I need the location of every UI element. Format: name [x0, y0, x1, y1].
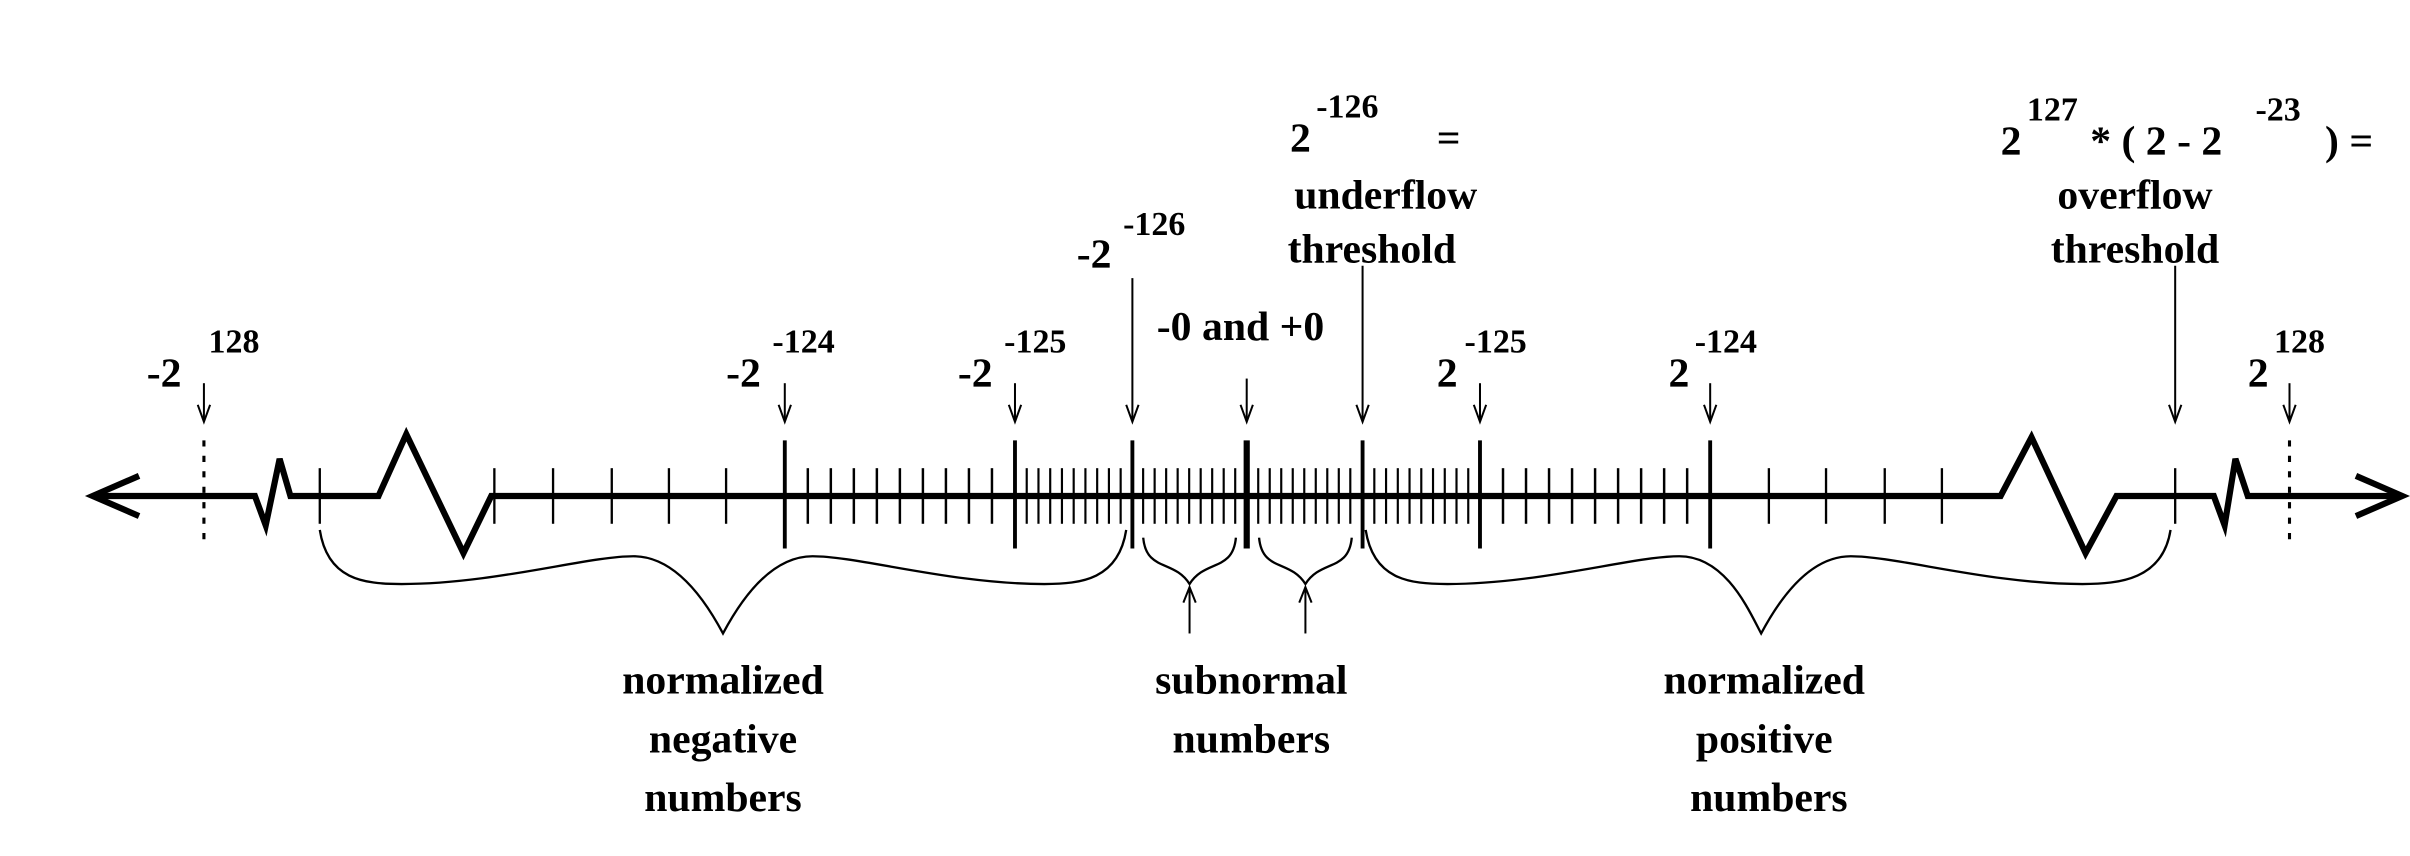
- svg-text:-23: -23: [2256, 92, 2301, 129]
- arrowhead-icon: [1239, 404, 1254, 425]
- svg-text:2: 2: [2248, 350, 2269, 396]
- svg-text:) =: ) =: [2325, 119, 2373, 165]
- svg-text:-126: -126: [1316, 88, 1378, 125]
- arrowhead-icon: [1007, 404, 1023, 425]
- svg-text:numbers: numbers: [1690, 775, 1848, 821]
- label-pos-2-125: 2 -125: [1437, 323, 1527, 396]
- arrowhead-icon: [1182, 584, 1197, 603]
- svg-text:-2: -2: [726, 350, 761, 396]
- svg-text:-2: -2: [958, 350, 993, 396]
- svg-text:2: 2: [1437, 350, 1458, 396]
- label-neg-2-126: -2 -126: [1077, 206, 1186, 277]
- region-pos-normal-label: normalized positive numbers: [1663, 658, 1865, 821]
- svg-text:128: 128: [2274, 323, 2325, 360]
- arrowhead-icon: [2282, 404, 2297, 425]
- svg-text:subnormal: subnormal: [1155, 658, 1347, 704]
- right-arrowhead: [2354, 473, 2410, 519]
- region-subnormal-label: subnormal numbers: [1155, 658, 1347, 763]
- subnormal-brace-neg: [1142, 537, 1238, 587]
- label-zero: -0 and +0: [1157, 304, 1324, 350]
- label-pos-2-128: 2 128: [2248, 323, 2325, 396]
- label-neg-2-128: -2 128: [147, 323, 260, 396]
- arrowhead-icon: [196, 404, 212, 425]
- label-neg-2-125: -2 -125: [958, 323, 1067, 396]
- arrowhead-icon: [1703, 404, 1718, 425]
- label-neg-2-124: -2 -124: [726, 323, 835, 396]
- arrowhead-icon: [777, 404, 792, 425]
- label-pos-2-124: 2 -124: [1668, 323, 1757, 396]
- svg-text:-126: -126: [1123, 206, 1185, 243]
- arrowhead-icon: [1298, 584, 1313, 603]
- svg-text:-125: -125: [1004, 323, 1066, 360]
- svg-text:threshold: threshold: [2051, 227, 2219, 273]
- svg-text:-124: -124: [772, 323, 834, 360]
- svg-text:numbers: numbers: [644, 775, 802, 821]
- svg-text:positive: positive: [1696, 716, 1833, 762]
- svg-text:underflow: underflow: [1294, 173, 1477, 219]
- svg-text:normalized: normalized: [622, 658, 824, 704]
- svg-text:-2: -2: [1077, 231, 1112, 277]
- svg-text:-124: -124: [1695, 323, 1757, 360]
- arrowhead-icon: [1472, 404, 1488, 425]
- svg-text:127: 127: [2027, 92, 2078, 129]
- svg-text:-2: -2: [147, 350, 182, 396]
- pos-normal-brace: [1364, 529, 2172, 636]
- svg-text:threshold: threshold: [1288, 227, 1456, 273]
- svg-text:* ( 2 - 2: * ( 2 - 2: [2090, 119, 2222, 165]
- svg-text:2: 2: [1290, 115, 1311, 161]
- arrowhead-icon: [1125, 404, 1140, 425]
- svg-text:-125: -125: [1465, 323, 1527, 360]
- region-neg-normal-label: normalized negative numbers: [622, 658, 824, 821]
- pointer-arrows: [196, 265, 2297, 634]
- svg-text:=: =: [1437, 115, 1461, 161]
- svg-text:normalized: normalized: [1663, 658, 1865, 704]
- neg-normal-brace: [318, 529, 1128, 636]
- minor-ticks: [318, 468, 2177, 524]
- label-overflow: 2 127 * ( 2 - 2 -23 ) = overflow thresho…: [2001, 92, 2374, 273]
- major-ticks: [782, 440, 1713, 549]
- svg-text:128: 128: [209, 323, 260, 360]
- svg-text:2: 2: [1668, 350, 1689, 396]
- svg-text:numbers: numbers: [1173, 716, 1331, 762]
- subnormal-brace-pos: [1257, 537, 1353, 587]
- arrowhead-icon: [2168, 404, 2183, 425]
- axis-graphics: [84, 265, 2410, 636]
- svg-text:2: 2: [2001, 119, 2022, 165]
- label-underflow: 2 -126 = underflow threshold: [1288, 88, 1478, 272]
- left-arrowhead: [84, 473, 141, 519]
- svg-text:negative: negative: [649, 716, 797, 762]
- svg-text:overflow: overflow: [2057, 173, 2212, 219]
- arrowhead-icon: [1355, 404, 1370, 425]
